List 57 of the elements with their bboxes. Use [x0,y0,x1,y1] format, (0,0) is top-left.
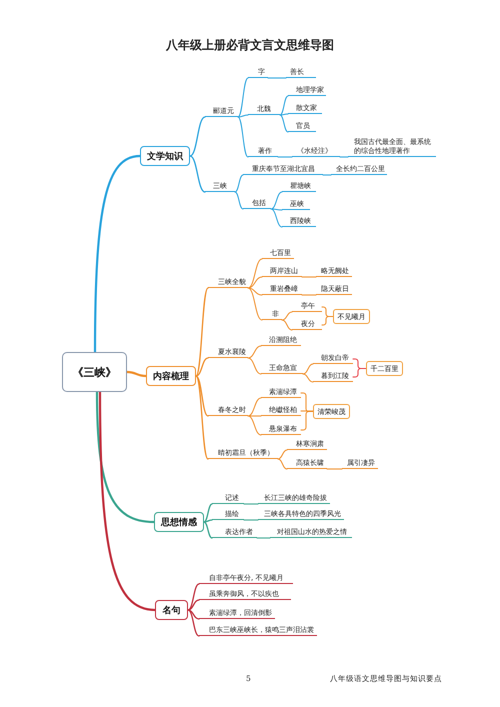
branch-line [282,320,292,330]
topic-box: 内容梳理 [146,366,196,386]
branch-line [96,390,156,524]
branch-line [195,375,209,417]
branch-line [203,521,213,539]
topic-box: 文学知识 [140,146,190,166]
branch-line [270,208,282,210]
branch-line [98,390,156,612]
branch-line [280,114,288,116]
branch-line [248,346,262,358]
branch-line [302,374,314,382]
branch-line [94,154,142,354]
branch-line [203,503,213,523]
branch-line [278,458,288,470]
branch-line [189,116,206,157]
branch-line [189,155,206,193]
branch-line [282,312,292,320]
branch-line [195,287,209,377]
branch-line [238,116,248,158]
branch-line [280,96,288,116]
branch-line [270,192,282,210]
topic-box: 思想情感 [154,512,204,532]
branch-line [340,156,348,158]
branch-line [187,609,200,637]
branch-line [234,192,244,210]
branch-line [302,276,316,278]
branch-line [248,358,262,374]
topic-box: 名句 [155,600,188,620]
branch-line [302,294,316,296]
bracket-line [300,410,314,412]
branch-line [278,450,288,460]
branch-line [195,357,209,377]
branch-line [248,276,262,288]
branch-line [280,114,288,132]
branch-line [234,174,244,192]
branch-line [248,258,262,288]
bracket-line [322,316,334,326]
branch-line [322,174,332,176]
branch-line [302,364,314,374]
branch-line [270,208,282,228]
bracket-line [352,368,366,378]
bracket-line [300,411,314,430]
branch-line [326,468,342,470]
central-topic-box: 《三峡》 [62,352,127,392]
branch-line [248,398,262,416]
branch-line [248,416,262,436]
branch-line [238,78,248,118]
title: 八年级上册必背文言文思维导图 [166,38,334,52]
branch-line [278,156,292,158]
branch-line [195,375,209,460]
branch-line [126,370,148,378]
branch-line [187,609,200,620]
branch-line [248,288,262,296]
branch-line [238,114,248,118]
branch-line [187,599,200,611]
branch-line [187,583,200,611]
branch-line [248,288,262,320]
